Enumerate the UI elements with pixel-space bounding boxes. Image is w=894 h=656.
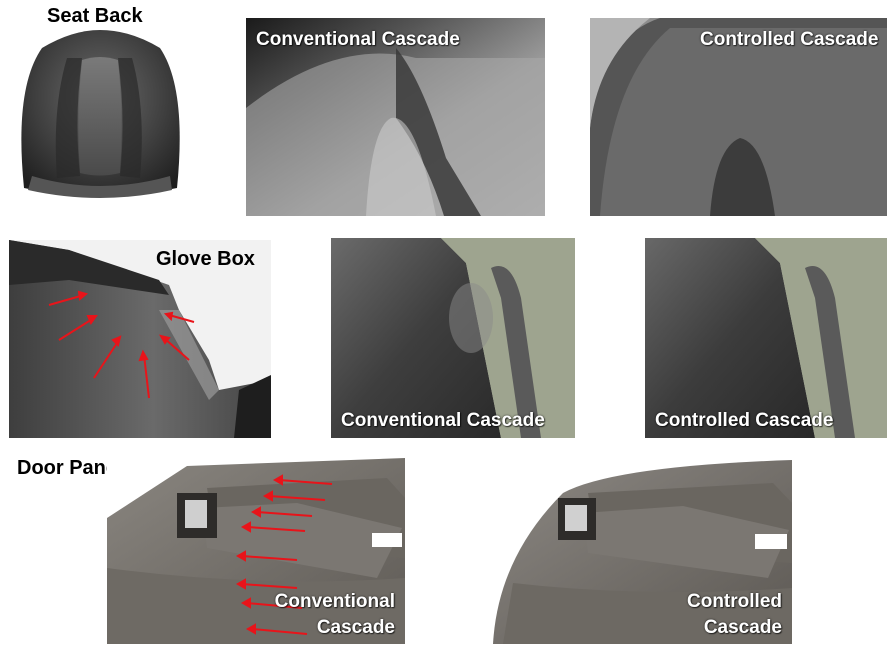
seat-back-controlled-caption: Controlled Cascade xyxy=(700,29,879,50)
door-panel-conventional-caption-line2: Cascade xyxy=(316,616,395,638)
glove-box-arrows xyxy=(48,290,195,399)
door-panel-controlled-caption: Controlled Cascade xyxy=(640,589,782,640)
door-panel-arrows xyxy=(235,474,333,635)
seat-back-conventional-image xyxy=(246,18,545,216)
glove-box-photo xyxy=(9,240,271,438)
glove-box-conventional-photo xyxy=(331,238,575,438)
door-panel-controlled-caption-line2: Cascade xyxy=(703,616,782,638)
seat-back-conventional-photo xyxy=(246,18,545,216)
seat-back-controlled-image xyxy=(590,18,887,216)
seat-back-photo xyxy=(12,28,187,200)
glove-box-image xyxy=(9,240,271,438)
glove-box-conventional-caption: Conventional Cascade xyxy=(341,410,545,431)
door-panel-conventional-photo xyxy=(107,448,405,644)
door-panel-conventional-caption-line1: Conventional xyxy=(274,591,395,612)
door-panel-controlled-caption-line1: Controlled xyxy=(687,591,782,612)
glove-box-conventional-image xyxy=(331,238,575,438)
door-panel-conventional-caption: Conventional Cascade xyxy=(253,589,395,640)
door-panel-conventional-image xyxy=(107,448,405,644)
glove-box-controlled-image xyxy=(645,238,887,438)
glove-box-title: Glove Box xyxy=(156,248,255,270)
seat-back-image xyxy=(12,28,187,200)
glove-box-controlled-photo xyxy=(645,238,887,438)
seat-back-controlled-photo xyxy=(590,18,887,216)
seat-back-conventional-caption: Conventional Cascade xyxy=(256,29,460,50)
glove-box-controlled-caption: Controlled Cascade xyxy=(655,410,834,431)
door-panel-title: Door Panel xyxy=(17,457,123,479)
seat-back-title: Seat Back xyxy=(47,5,143,27)
door-panel-controlled-image xyxy=(493,448,792,644)
door-panel-controlled-photo xyxy=(493,448,792,644)
